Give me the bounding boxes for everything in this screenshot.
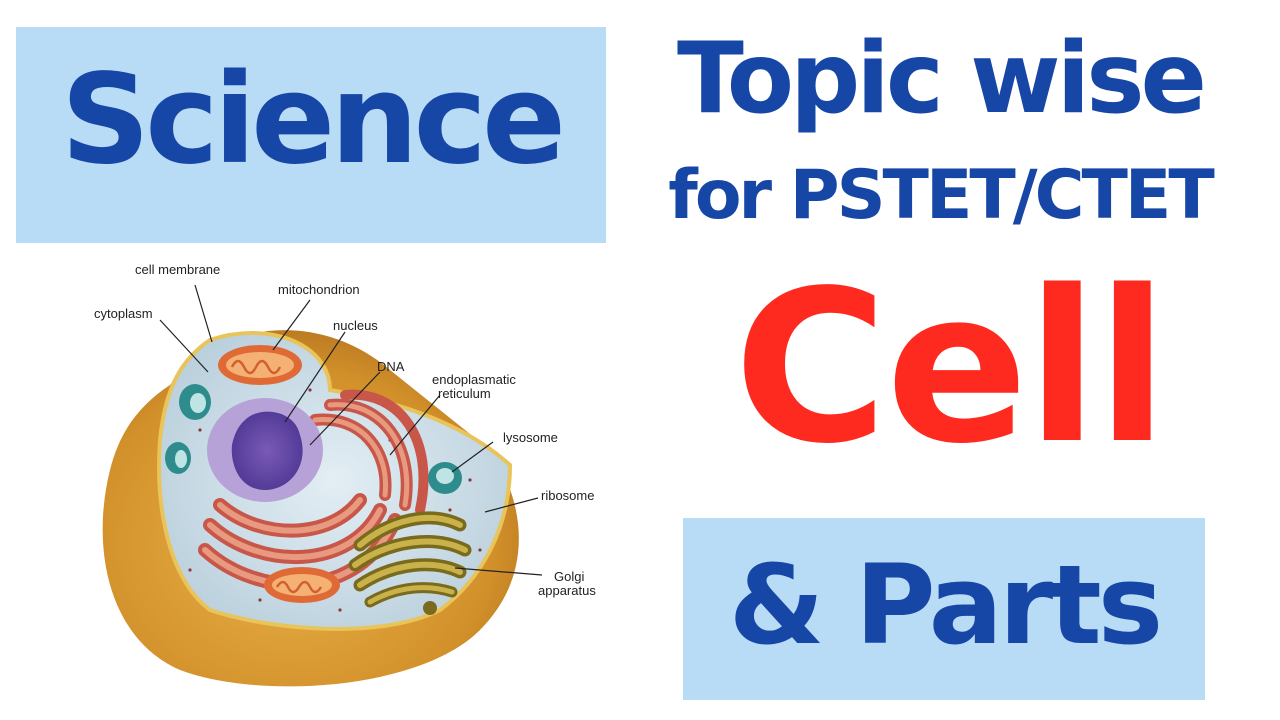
lysosome-shapes: [165, 384, 462, 494]
main-title: Cell: [733, 245, 1169, 490]
leader-lines: [159, 284, 543, 576]
science-highlight-box: [16, 27, 606, 243]
label-er-line1: endoplasmatic: [432, 372, 516, 387]
label-golgi-line2: apparatus: [538, 583, 596, 598]
subject-title: Science: [60, 48, 566, 192]
mitochondrion-top: [218, 345, 302, 385]
parts-highlight-box: [683, 518, 1205, 700]
golgi-vesicle: [423, 601, 437, 615]
exam-heading: for PSTET/CTET: [668, 156, 1215, 235]
nucleus-core: [231, 411, 303, 490]
label-ribosome: ribosome: [541, 488, 594, 503]
label-dna: DNA: [377, 359, 405, 374]
sub-title: & Parts: [728, 541, 1163, 669]
label-cytoplasm: cytoplasm: [94, 306, 153, 321]
label-golgi-line1: Golgi: [554, 569, 584, 584]
label-nucleus: nucleus: [333, 318, 378, 333]
topic-heading: Topic wise: [676, 22, 1207, 136]
label-er-line2: reticulum: [438, 386, 491, 401]
label-lysosome: lysosome: [503, 430, 558, 445]
mitochondrion-bottom: [264, 567, 340, 603]
label-cell-membrane: cell membrane: [135, 262, 220, 277]
animal-cell-diagram: cell membrane mitochondrion cytoplasm nu…: [94, 262, 596, 687]
golgi-apparatus-shape: [348, 511, 472, 608]
label-mitochondrion: mitochondrion: [278, 282, 360, 297]
